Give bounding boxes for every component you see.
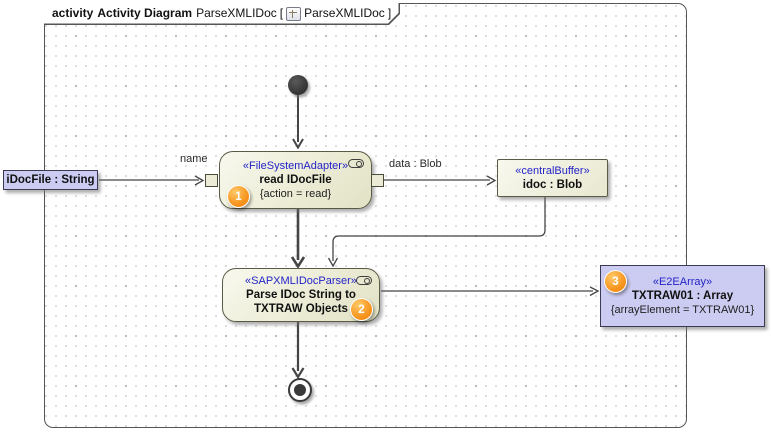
behavior-icon-dot — [364, 277, 370, 284]
parse-action-stereotype: «SAPXMLIDocParser» — [245, 275, 357, 287]
callout-badge-1: 1 — [227, 185, 250, 208]
behavior-icon — [348, 159, 364, 168]
parameter-label: iDocFile : String — [6, 174, 95, 186]
parse-action-name: Parse IDoc String to TXTRAW Objects — [246, 289, 356, 315]
output-flow-label: data : Blob — [389, 158, 442, 170]
output-pin-data[interactable] — [371, 174, 384, 187]
buffer-stereotype: «centralBuffer» — [515, 165, 590, 177]
object-node-txtraw01[interactable]: «E2EArray» TXTRAW01 : Array {arrayElemen… — [600, 265, 765, 327]
array-constraint: {arrayElement = TXTRAW01} — [610, 304, 755, 316]
frame-bracket-close: ] — [387, 6, 392, 20]
frame-content-name: ParseXMLIDoc — [304, 6, 385, 20]
frame-title-fill — [44, 3, 399, 24]
read-action-constraint: {action = read} — [259, 188, 332, 200]
frame-keyword: activity — [52, 6, 94, 20]
frame-diagram-type: Activity Diagram — [97, 6, 193, 20]
behavior-icon-dot — [356, 160, 362, 167]
input-pin-label: name — [180, 153, 208, 165]
parameter-node-idocfile[interactable]: iDocFile : String — [3, 170, 98, 190]
final-node[interactable] — [288, 378, 312, 402]
callout-badge-3: 3 — [604, 270, 627, 293]
behavior-icon — [356, 276, 372, 285]
initial-node[interactable] — [288, 75, 308, 95]
buffer-name: idoc : Blob — [522, 179, 583, 191]
read-action-name: read IDocFile — [259, 174, 332, 186]
central-buffer-idoc[interactable]: «centralBuffer» idoc : Blob — [497, 159, 608, 197]
frame-bracket-open: [ — [279, 6, 284, 20]
input-pin-name[interactable] — [205, 174, 218, 187]
array-name: TXTRAW01 : Array — [631, 290, 734, 302]
activity-diagram-icon — [286, 6, 302, 21]
callout-badge-2: 2 — [350, 298, 373, 321]
read-action-stereotype: «FileSystemAdapter» — [242, 160, 349, 172]
diagram-frame — [44, 3, 687, 428]
final-node-dot — [294, 384, 306, 396]
frame-diagram-name: ParseXMLIDoc — [196, 6, 277, 20]
array-stereotype: «E2EArray» — [652, 276, 713, 288]
